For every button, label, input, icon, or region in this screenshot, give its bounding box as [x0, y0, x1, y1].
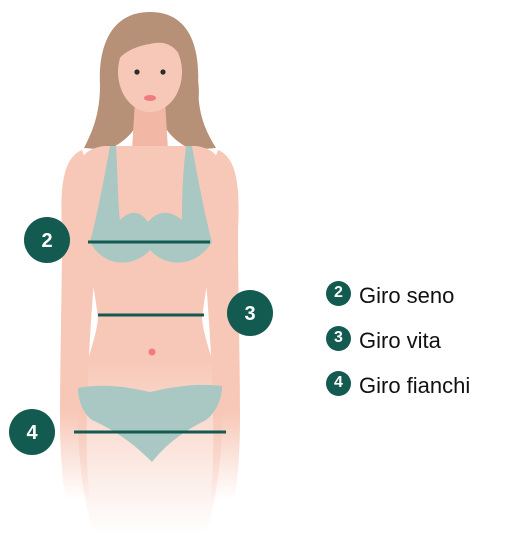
legend-badge-waist: 3 [326, 326, 351, 351]
left-eye [134, 69, 139, 74]
mouth [144, 95, 156, 101]
legend-label-bust: Giro seno [359, 282, 454, 310]
legend-item-bust: 2 Giro seno [326, 282, 470, 310]
hips-marker: 4 [9, 409, 55, 455]
legend-label-hips: Giro fianchi [359, 372, 470, 400]
measurement-legend: 2 Giro seno 3 Giro vita 4 Giro fianchi [326, 282, 470, 417]
legend-item-waist: 3 Giro vita [326, 327, 470, 355]
bust-marker-number: 2 [41, 230, 52, 252]
navel [149, 349, 156, 356]
legend-item-hips: 4 Giro fianchi [326, 372, 470, 400]
waist-marker-number: 3 [244, 303, 255, 325]
bust-marker: 2 [24, 217, 70, 263]
legend-badge-hips: 4 [326, 371, 351, 396]
right-eye [160, 69, 165, 74]
hips-marker-number: 4 [26, 422, 38, 444]
legend-label-waist: Giro vita [359, 327, 441, 355]
waist-marker: 3 [227, 290, 273, 336]
legend-badge-bust: 2 [326, 281, 351, 306]
